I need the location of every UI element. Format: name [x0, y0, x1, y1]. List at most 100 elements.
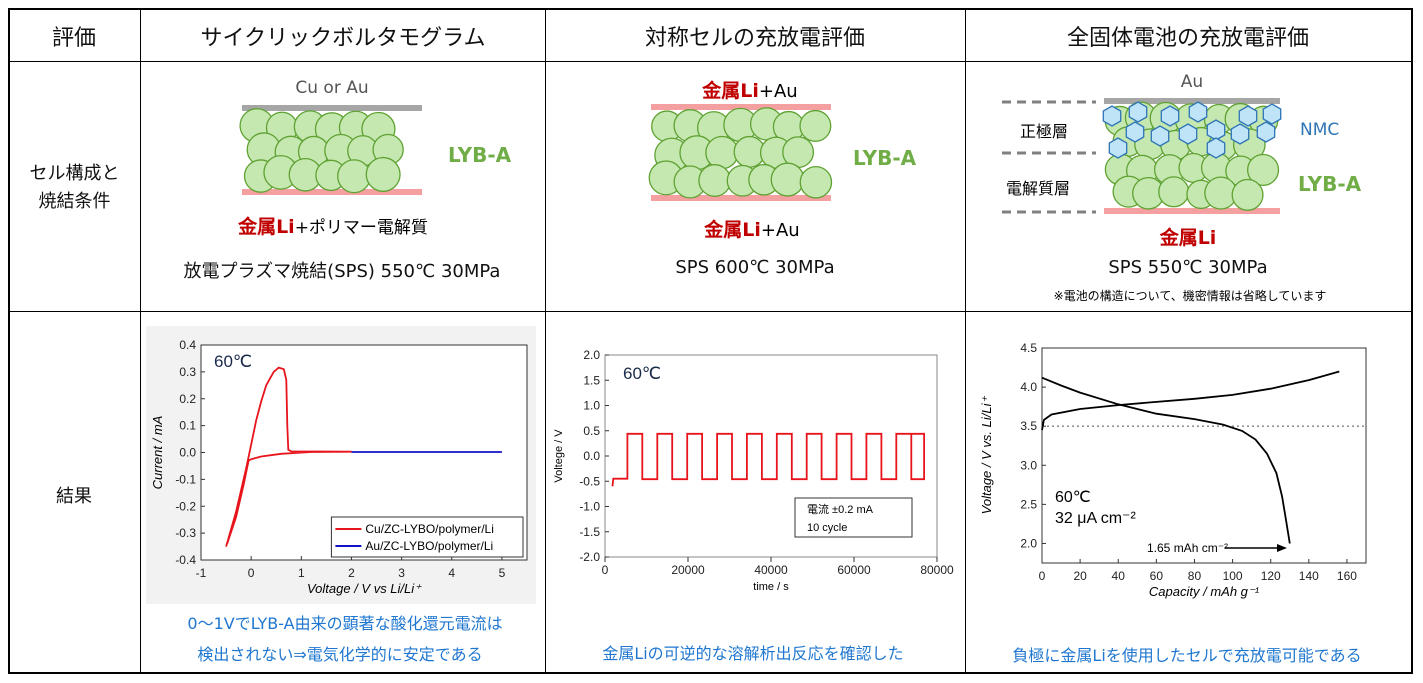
electrode-bottom-cv [242, 189, 422, 195]
temperature-label: 60℃ [1055, 489, 1091, 506]
y-tick-label: 2.5 [1020, 497, 1037, 511]
layer-dividers [1002, 100, 1096, 214]
particle [1158, 176, 1190, 208]
nmc-particle [1160, 105, 1180, 127]
electrode-top-asb [1104, 98, 1280, 104]
y-axis-label: Voltage / V vs. Li/Li⁺ [979, 396, 994, 515]
electrolyte-layer-label: 電解質層 [1006, 179, 1071, 198]
electrode-top-cv [242, 105, 422, 111]
y-tick-label: 4.0 [1020, 380, 1037, 394]
confidential-note: ※電池の構造について、機密情報は省略しています [1053, 289, 1327, 303]
divider [140, 8, 141, 674]
asb-caption: 負極に金属Liを使用したセルで充放電可能である [1012, 646, 1362, 665]
y-tick-label: 0.3 [179, 365, 196, 379]
series-cu-zc-lybo-polymer-li [225, 366, 352, 547]
nmc-particle [1238, 105, 1258, 127]
asb-top-label: Au [1180, 72, 1204, 92]
nmc-particle [1188, 101, 1208, 123]
series-discharge [1041, 376, 1291, 544]
polymer: +ポリマー電解質 [294, 218, 428, 238]
legend [330, 516, 524, 558]
capacity-annotation: 1.65 mAh cm⁻² [1147, 541, 1228, 555]
x-axis-label: time / s [753, 581, 789, 593]
sym-bottom-label: 金属Li+Au [704, 215, 799, 242]
nmc-particle [1102, 105, 1122, 127]
nmc-particle [1230, 123, 1250, 145]
y-tick-label: -0.5 [579, 474, 600, 488]
cv-caption-line1: 0～1VでLYB-A由来の顕著な酸化還元電流は [187, 614, 503, 633]
cell-diagrams [239, 98, 1282, 214]
x-tick-label: 80 [1188, 569, 1202, 583]
sym-material: LYB-A [853, 146, 917, 170]
au: +Au [760, 220, 800, 241]
series-charge [1041, 370, 1340, 431]
nmc-particle [1125, 121, 1145, 143]
y-tick-label: 1.0 [583, 399, 600, 413]
x-tick-label: 140 [1299, 569, 1319, 583]
x-tick-label: 100 [1223, 569, 1243, 583]
electrode-top-sym [651, 104, 831, 110]
y-tick-label: 0.5 [583, 424, 600, 438]
header-symmetric: 対称セルの充放電評価 [644, 26, 866, 51]
legend-box [794, 497, 913, 538]
nmc-particle [1128, 101, 1148, 123]
y-tick-label: 1.5 [583, 373, 600, 387]
header-evaluation: 評価 [51, 26, 97, 51]
nmc-particle [1262, 103, 1282, 125]
particle [337, 159, 372, 194]
divider [965, 8, 966, 674]
legend-label: Au/ZC-LYBO/polymer/Li [365, 539, 493, 553]
electrode-bottom-sym [651, 195, 831, 201]
cathode-layer-label: 正極層 [1020, 122, 1069, 141]
legend-text: 電流 ±0.2 mA [807, 502, 874, 516]
sym-condition: SPS 600℃ 30MPa [675, 257, 835, 278]
au: +Au [758, 81, 798, 102]
particle [365, 156, 401, 192]
legend-label: Cu/ZC-LYBO/polymer/Li [365, 522, 493, 536]
nmc-particle [1108, 137, 1128, 159]
cv-top-label: Cu or Au [295, 78, 369, 98]
li-metal: 金属Li [702, 80, 759, 102]
series-symmetric-cell [611, 432, 926, 487]
x-tick-label: 160 [1337, 569, 1357, 583]
x-tick-label: 1 [298, 566, 305, 580]
y-tick-label: 3.5 [1020, 419, 1037, 433]
x-tick-label: 2 [348, 566, 355, 580]
cv-caption-line2: 検出されない⇒電気化学的に安定である [197, 645, 483, 664]
particle [799, 165, 833, 199]
electrode-bottom-asb [1104, 208, 1280, 214]
legend-text: 10 cycle [807, 522, 847, 534]
y-tick-label: -0.4 [175, 553, 196, 567]
y-tick-label: 2.0 [1020, 536, 1037, 550]
plot-area [1041, 347, 1367, 564]
x-tick-label: 60 [1150, 569, 1164, 583]
row-label-result: 結果 [56, 486, 92, 507]
y-tick-label: 4.5 [1020, 341, 1037, 355]
x-tick-label: -1 [196, 566, 207, 580]
y-tick-label: 0.2 [179, 392, 196, 406]
cv-condition: 放電プラズマ焼結(SPS) 550℃ 30MPa [183, 261, 501, 282]
y-tick-label: -2.0 [579, 550, 600, 564]
asb-condition: SPS 550℃ 30MPa [1108, 257, 1268, 278]
x-tick-label: 40000 [754, 563, 788, 577]
divider [8, 311, 1413, 312]
x-tick-label: 0 [248, 566, 255, 580]
y-tick-label: 0.0 [583, 449, 600, 463]
particle [770, 162, 805, 197]
li-metal: 金属Li [238, 216, 295, 238]
y-tick-label: 0.4 [179, 338, 196, 352]
particle [799, 109, 832, 142]
y-tick-label: -0.3 [175, 526, 196, 540]
x-tick-label: 3 [398, 566, 405, 580]
x-tick-label: 0 [602, 563, 609, 577]
y-tick-label: -0.1 [175, 472, 196, 486]
particles-cv [239, 108, 404, 194]
y-tick-label: -1.0 [579, 500, 600, 514]
particle [698, 164, 732, 197]
x-axis-label: Capacity / mAh g⁻¹ [1149, 584, 1260, 599]
y-tick-label: 3.0 [1020, 458, 1037, 472]
asb-li-metal: 金属Li [1159, 227, 1217, 249]
y-tick-label: 0.1 [179, 419, 196, 433]
